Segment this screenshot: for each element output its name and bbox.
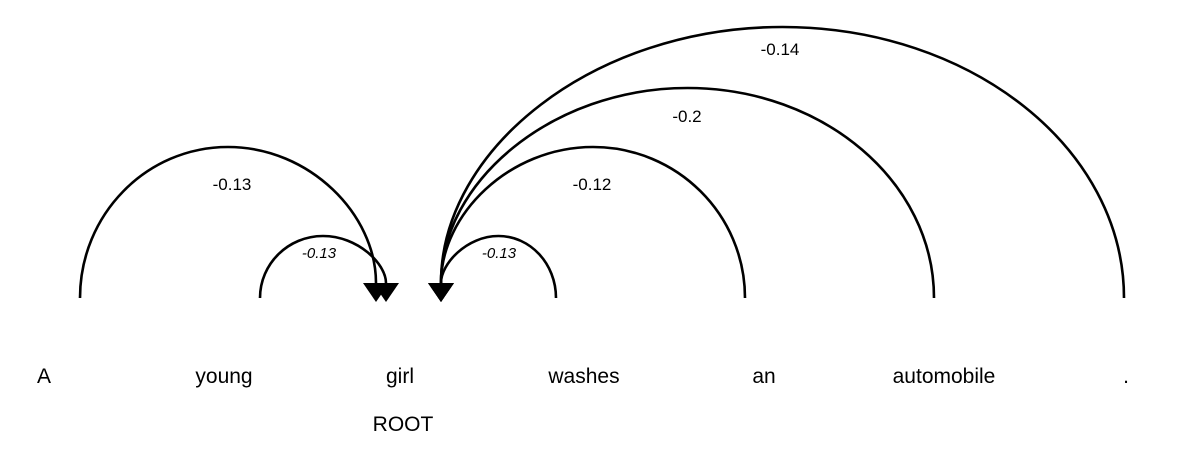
token-6: . (1123, 365, 1129, 388)
arc-label-0: -0.13 (213, 175, 252, 194)
arc-label-5: -0.14 (761, 40, 800, 59)
arc-label-2: -0.13 (482, 245, 517, 262)
arc-label-3: -0.12 (573, 175, 612, 194)
arc-0 (78, 145, 378, 299)
root-label: ROOT (373, 413, 434, 436)
token-2: girl (386, 365, 414, 388)
arcs-layer: -0.13 -0.13 -0.13 -0.12 -0.2 -0.14 (78, 25, 1126, 302)
arc-4 (439, 86, 936, 299)
arrowhead-1 (373, 283, 399, 302)
token-5: automobile (893, 365, 996, 388)
arc-1 (258, 234, 388, 299)
arc-2 (439, 234, 558, 299)
arc-5 (439, 25, 1126, 299)
token-0: A (37, 365, 51, 388)
token-3: washes (547, 365, 619, 388)
arrowhead-5 (428, 283, 454, 302)
token-1: young (195, 365, 252, 388)
arc-3 (439, 145, 747, 299)
token-4: an (752, 365, 775, 388)
arc-label-4: -0.2 (672, 107, 701, 126)
arc-label-1: -0.13 (302, 245, 337, 262)
